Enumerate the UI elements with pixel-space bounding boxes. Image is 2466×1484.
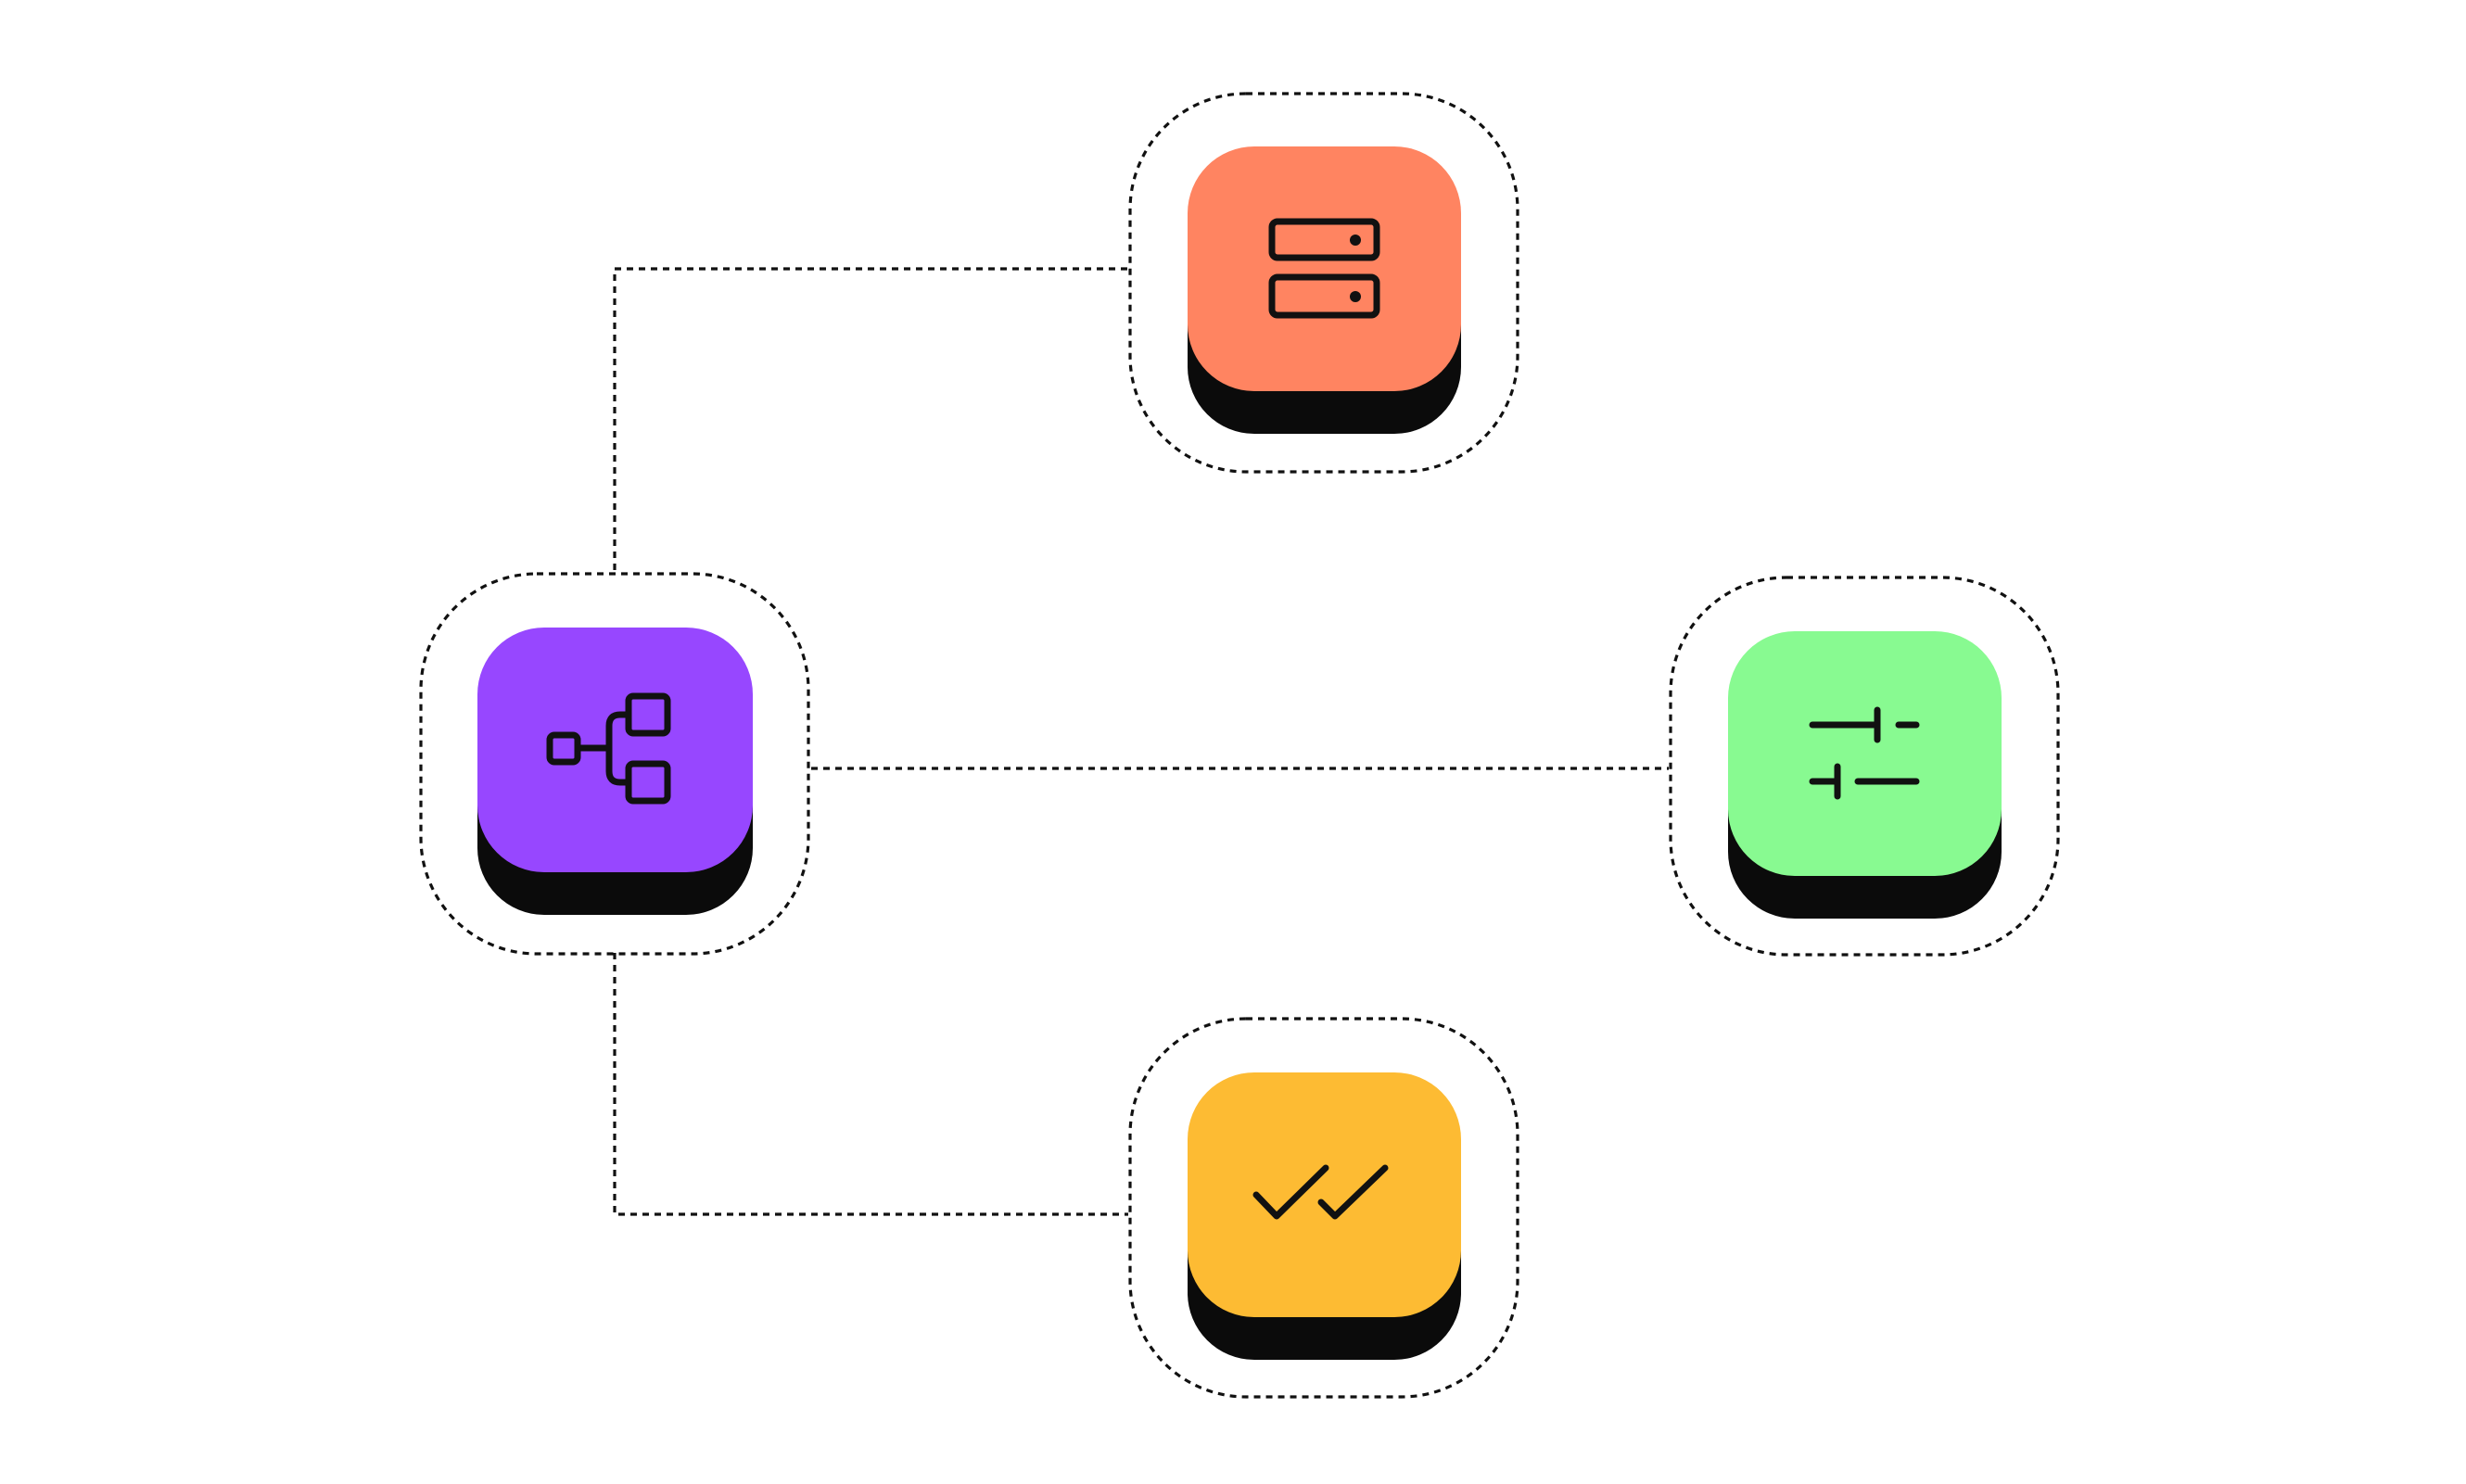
node-approval-tile — [1188, 1072, 1461, 1317]
node-settings[interactable] — [1669, 576, 2060, 957]
server-icon — [1268, 218, 1380, 319]
node-workflow-tile — [477, 628, 753, 872]
node-storage[interactable] — [1128, 92, 1519, 474]
connector-workflow-approval — [613, 953, 1128, 1216]
node-approval-ring — [1128, 1017, 1519, 1399]
node-storage-tile — [1188, 146, 1461, 391]
sliders-icon — [1809, 706, 1920, 800]
connectors — [613, 267, 1669, 1216]
node-storage-ring — [1128, 92, 1519, 474]
hierarchy-icon — [546, 692, 671, 805]
node-workflow-ring — [419, 572, 810, 956]
node-workflow[interactable] — [419, 572, 810, 956]
double-check-icon — [1252, 1164, 1389, 1220]
node-settings-ring — [1669, 576, 2060, 957]
node-approval[interactable] — [1128, 1017, 1519, 1399]
connector-workflow-storage — [613, 267, 1128, 570]
node-settings-tile — [1728, 631, 2002, 876]
